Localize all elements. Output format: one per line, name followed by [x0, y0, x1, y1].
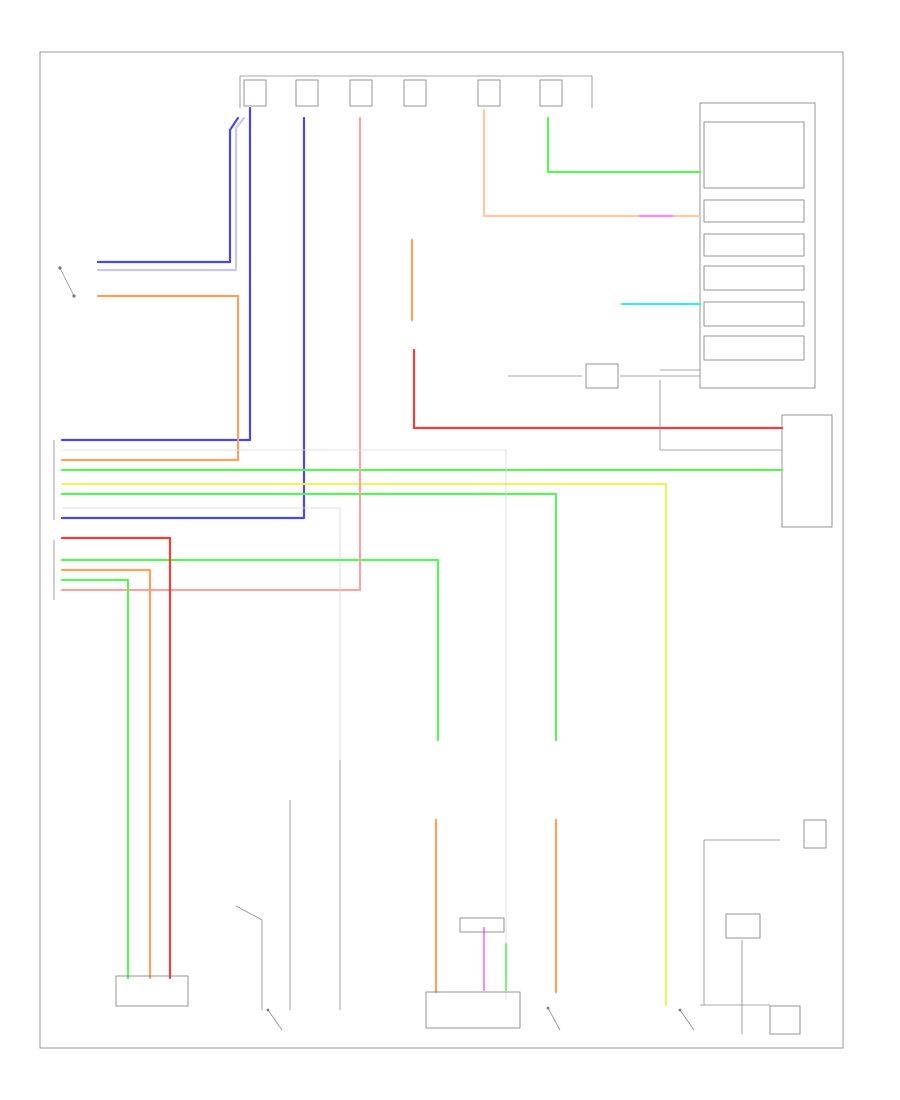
center-sensor	[585, 363, 619, 389]
wire-red-left	[60, 536, 172, 980]
wire-blue-3	[96, 116, 240, 264]
right-relay	[725, 913, 761, 939]
center-connector	[425, 991, 521, 1029]
wire-yellow	[60, 482, 668, 1007]
right-component	[803, 819, 827, 849]
wire-lightblue-1	[96, 116, 246, 272]
wire-green-mid	[60, 558, 440, 742]
fuse-block-6	[539, 79, 563, 107]
wire-orange-top	[482, 108, 702, 218]
wire-blue-2	[60, 116, 306, 520]
wire-blue-1	[60, 106, 252, 442]
left-switch	[58, 266, 76, 298]
right-module	[769, 1005, 801, 1035]
bottom-switch-1	[266, 1008, 283, 1031]
wire-orange-lower	[60, 568, 152, 980]
fuse-block-5	[477, 79, 501, 107]
steering-sensor-box	[781, 414, 833, 528]
fuse-block-3	[349, 79, 373, 107]
power-distribution-bar	[239, 75, 593, 108]
center-relay	[459, 917, 505, 933]
wire-green-drop	[60, 492, 558, 742]
wire-gray-ground	[659, 380, 782, 451]
fuse-block-4	[403, 79, 427, 107]
wire-green-lower	[60, 578, 130, 980]
fuse-block-2	[295, 79, 319, 107]
wire-orange-left	[60, 294, 240, 462]
bottom-switch-2	[546, 1006, 561, 1031]
wire-faint-2	[62, 507, 341, 760]
combination-meter	[660, 102, 816, 389]
bottom-switch-3	[678, 1008, 695, 1031]
wire-green-top	[546, 116, 702, 174]
lower-left-connector	[115, 975, 189, 1007]
wire-faint-1	[62, 449, 507, 1000]
wire-red-top	[60, 116, 362, 592]
wire-red-right	[412, 348, 784, 430]
diagram-border	[39, 51, 844, 1049]
fuse-block-1	[243, 79, 267, 107]
